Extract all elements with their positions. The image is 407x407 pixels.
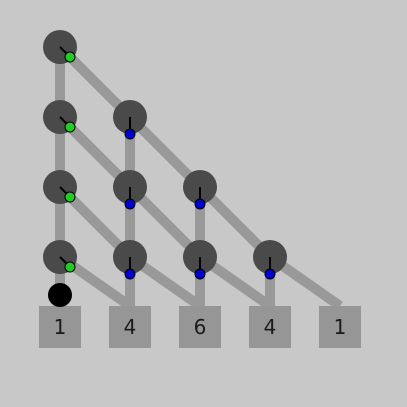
peg-direction-indicator <box>264 268 276 280</box>
peg[interactable] <box>113 170 147 210</box>
bin-count-label: 4 <box>124 315 137 339</box>
bin-box <box>179 306 221 348</box>
peg[interactable] <box>43 170 77 204</box>
bins-layer: 1 4 6 4 1 <box>39 306 361 348</box>
ball <box>48 283 72 307</box>
peg-direction-indicator <box>64 51 76 63</box>
peg-direction-indicator <box>64 191 76 203</box>
pegs-layer <box>43 30 287 280</box>
bin-count-label: 4 <box>264 315 277 339</box>
peg-direction-indicator <box>194 198 206 210</box>
bin-box <box>39 306 81 348</box>
bin-box <box>249 306 291 348</box>
ball-layer <box>48 283 72 307</box>
bin-count-label: 1 <box>334 315 347 339</box>
peg[interactable] <box>183 240 217 280</box>
bin-count-label: 1 <box>54 315 67 339</box>
peg[interactable] <box>43 100 77 134</box>
peg[interactable] <box>253 240 287 280</box>
peg-direction-indicator <box>124 198 136 210</box>
bin-box <box>109 306 151 348</box>
peg[interactable] <box>113 100 147 140</box>
peg-direction-indicator <box>194 268 206 280</box>
peg-direction-indicator <box>64 121 76 133</box>
peg[interactable] <box>183 170 217 210</box>
peg[interactable] <box>43 240 77 274</box>
peg-direction-indicator <box>124 128 136 140</box>
peg-direction-indicator <box>124 268 136 280</box>
bin-box <box>319 306 361 348</box>
bin-count-label: 6 <box>194 315 207 339</box>
peg[interactable] <box>113 240 147 280</box>
peg[interactable] <box>43 30 77 64</box>
peg-direction-indicator <box>64 261 76 273</box>
